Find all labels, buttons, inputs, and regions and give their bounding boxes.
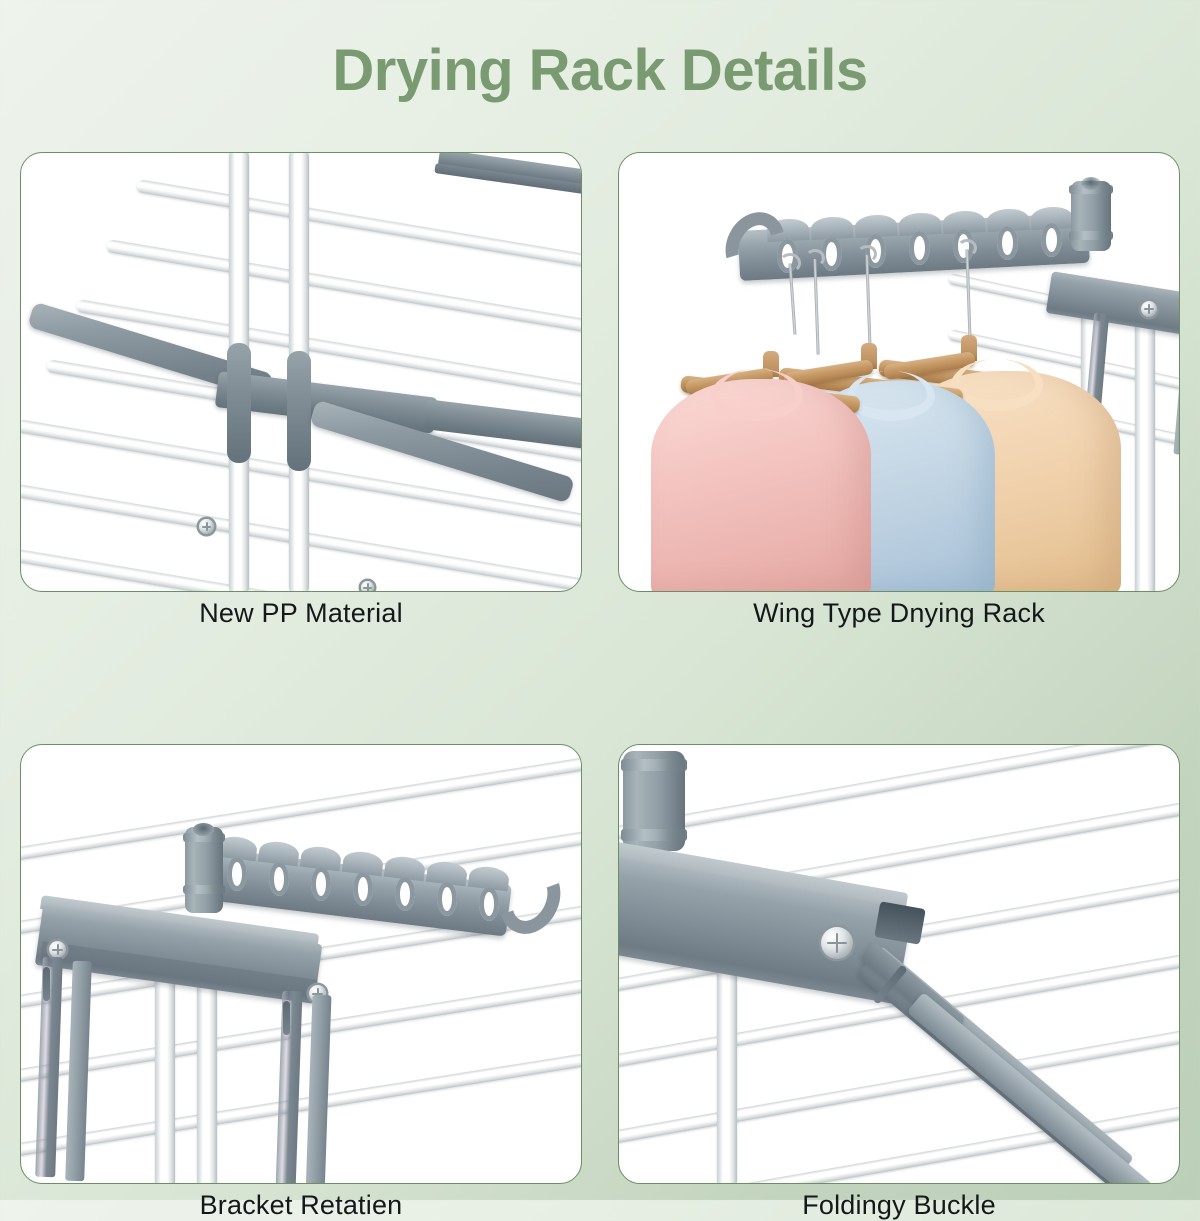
pole-collar	[287, 351, 311, 471]
channel-inner-bore	[874, 901, 926, 945]
panel-caption-foldingy-buckle: Foldingy Buckle	[802, 1190, 996, 1220]
wing-slot	[311, 867, 331, 901]
panel-image-foldingy-buckle	[618, 744, 1180, 1184]
page-title: Drying Rack Details	[332, 37, 868, 103]
cylinder-bore	[193, 823, 214, 836]
bracket-screw	[199, 519, 214, 534]
illustration-foldingy-buckle	[619, 745, 1179, 1183]
panel-wing-type-drying-rack: Wing Type Dnying Rack	[618, 152, 1180, 668]
cylinder-bore	[1081, 177, 1101, 190]
hanger-wire-curl	[779, 253, 801, 273]
wing-slot	[1041, 223, 1062, 257]
cylinder-ring	[1069, 231, 1113, 240]
panel-image-wing-type-drying-rack	[618, 152, 1180, 592]
panel-bracket-retention: Bracket Retatien	[20, 744, 582, 1220]
page-header: Drying Rack Details	[0, 0, 1200, 140]
wing-slot	[821, 237, 842, 271]
cylinder-ring	[183, 885, 225, 894]
vertical-pole	[717, 961, 737, 1183]
leg-slot	[43, 967, 50, 1001]
wing-slot	[227, 857, 247, 891]
illustration-wing-type-drying-rack	[619, 153, 1179, 591]
garment-neckline-blue	[847, 371, 935, 421]
wing-slot	[269, 862, 289, 896]
cylinder-ring	[621, 759, 687, 771]
panel-image-bracket-retention	[20, 744, 582, 1184]
wing-slot	[997, 226, 1018, 260]
wing-slot	[395, 877, 415, 911]
panel-caption-bracket-retention: Bracket Retatien	[199, 1190, 403, 1220]
panel-caption-new-pp-material: New PP Material	[199, 598, 403, 628]
hanger-wire-curl	[857, 245, 877, 263]
pole-collar	[227, 343, 251, 463]
illustration-new-pp-material	[21, 153, 581, 591]
panel-image-new-pp-material	[20, 152, 582, 592]
bracket-screw	[49, 941, 66, 958]
panel-new-pp-material: New PP Material	[20, 152, 582, 668]
vertical-pole	[155, 955, 175, 1183]
detail-panel-grid: New PP Material	[20, 152, 1180, 1220]
channel-screw	[1141, 301, 1157, 317]
panel-caption-wing-type-drying-rack: Wing Type Dnying Rack	[753, 598, 1045, 628]
hanger-wire-curl	[957, 239, 977, 257]
illustration-bracket-retention	[21, 745, 581, 1183]
vertical-pole	[197, 955, 217, 1183]
garment-neckline-beige	[951, 359, 1043, 411]
buckle-screw	[821, 927, 853, 959]
mount-channel	[1045, 271, 1179, 341]
garment-neckline-pink	[711, 369, 803, 421]
bracket-leg	[1173, 324, 1179, 456]
cylinder-ring	[621, 829, 687, 841]
wing-slot	[909, 231, 930, 265]
vertical-pole	[1135, 303, 1155, 591]
leg-slot	[283, 1001, 290, 1035]
hanger-wire-curl	[805, 249, 825, 267]
wing-slot	[479, 887, 499, 921]
wing-slot	[353, 872, 373, 906]
panel-foldingy-buckle: Foldingy Buckle	[618, 744, 1180, 1220]
bracket-screw	[361, 581, 374, 591]
cylinder-ring	[183, 833, 225, 842]
wing-slot	[437, 882, 457, 916]
